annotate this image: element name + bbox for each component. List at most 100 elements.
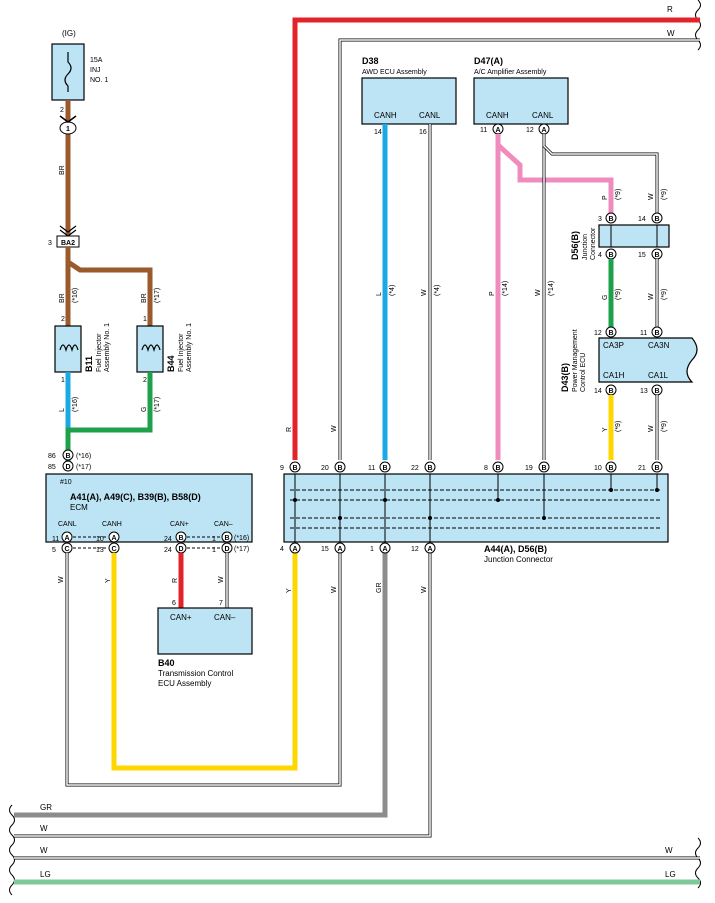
jc-main-box [283,473,669,543]
jc-top-pin: 8 [484,465,488,472]
jcs-name-2: Connector [590,227,597,260]
b11-pin-1: 1 [61,377,65,384]
fuse-pin-number: 2 [60,107,64,114]
wire-label-w-awd: W [421,289,428,296]
ecm-pin-85: 85 [48,464,56,471]
pin-letter: A [111,535,116,542]
ecm-box [45,473,253,543]
pin-letter: C [111,546,116,553]
pin-letter: D [224,546,229,553]
wire-label-w-ac: W [535,289,542,296]
wire-sub-9-w: (*9) [661,189,668,200]
wire-w-canl-outline [65,550,342,787]
wire-sub-9-p: (*9) [615,189,622,200]
jc-top-pin: 9 [280,465,284,472]
ecm-pin-85-sub: (*17) [76,464,91,471]
wire-label-w-bus2-r: W [665,846,673,855]
pin-circle [492,461,504,473]
awd-canl: CANL [419,111,441,120]
wire-label-w-ecm: W [58,576,65,583]
ba2-label: BA2 [61,240,75,247]
ecm-pin-85-circle [62,460,74,472]
junction-dot [383,498,387,502]
wire-label-br-3: BR [141,293,148,303]
awd-pin-14: 14 [374,129,382,136]
tcm-canp: CAN+ [170,613,192,622]
pin-letter: A [495,127,500,134]
ecm-name: ECM [70,503,88,512]
tcm-name-1: Transmission Control [158,669,234,678]
jc-top-pin: 21 [638,465,646,472]
pin-letter: B [608,252,613,259]
pin-letter: A [337,546,342,553]
pin-letter: A [382,546,387,553]
ecm-pin-86-sub: (*16) [76,453,91,460]
coil-icon [59,344,79,353]
ac-box [473,77,569,125]
ecm-pin-86-circle [62,449,74,461]
jc-bottom-pin: 15 [321,546,329,553]
jc-top-pin: 22 [411,465,419,472]
pin-circle [605,326,617,338]
pin-letter: B [608,388,613,395]
junction-dot [542,516,546,520]
awd-box [361,77,457,125]
junction-dot [338,516,342,520]
ac-pin-11: 11 [480,127,487,134]
pin-letter: A [292,546,297,553]
pin-letter: B [608,330,613,337]
wire-label-w-bus2: W [40,846,48,855]
pm-box [598,337,698,383]
pin-letter: B [178,535,183,542]
pm-pin-11: 11 [640,330,647,337]
wire-w-bus-1 [14,550,431,837]
pm-id: D43(B) [560,363,570,392]
fuse-icon [64,52,72,92]
ecm-p1a: 1 [212,536,216,543]
coil-icon [141,344,161,353]
wire-label-g-1: G [141,407,148,412]
ecm-p24a: 24 [164,536,172,543]
jcs-pin-14: 14 [638,216,646,223]
pin-circle [334,461,346,473]
wire-label-lg-bus: LG [40,870,51,879]
jc-bottom-pin: 1 [370,546,374,553]
ecm-p1b: 1 [212,547,216,554]
pm-ecu-group: 12 B 11 B CA3P CA3N CA1H CA1L 14 B 13 B … [560,326,698,396]
junction-dot [293,498,297,502]
pin-circle [334,542,346,554]
pin-circle [651,461,663,473]
jcs-box [598,224,670,248]
ecm-p1b-sub: (*17) [234,546,249,553]
wire-label-w-tcm: W [218,576,225,583]
pin-letter: B [224,535,229,542]
pm-pin-12: 12 [594,330,602,337]
wire-label-r-tcm: R [172,578,179,583]
tcm-group: 6 7 CAN+ CAN– B40 Transmission Control E… [157,600,253,688]
wire-label-br-2: BR [59,293,66,303]
b11-pin-2: 2 [61,316,65,323]
wire-label-l-awd: L [376,292,383,296]
pm-ca3n: CA3N [648,341,670,350]
ba2-pin-number: 3 [48,240,52,247]
pin-letter: B [654,216,659,223]
ecm-p5: 5 [52,547,56,554]
ecm-connectors: A41(A), A49(C), B39(B), B58(D) [70,492,201,502]
wire-label-w-pm2: W [648,425,655,432]
wire-label-y-jc: Y [286,588,293,593]
wire-label-y-ecm: Y [105,578,112,583]
wire-r-top [292,17,700,460]
ecm-pin-canp: CAN+ [170,521,189,528]
b44-pin-1: 1 [143,316,147,323]
pm-ca3p: CA3P [603,341,624,350]
pin-circle [651,212,663,224]
ecm-pin-86: 86 [48,453,56,460]
injector-b11: 2 1 B11 Fuel Injector Assembly No. 1 [54,316,111,384]
pin-circle [651,326,663,338]
ecm-pin-canm: CAN– [214,521,233,528]
tcm-name-2: ECU Assembly [158,679,211,688]
pm-ca1h: CA1H [603,371,625,380]
wire-w-bus-1-outline [14,550,432,838]
tcm-pin-6: 6 [172,600,176,607]
pin-letter: B [654,388,659,395]
